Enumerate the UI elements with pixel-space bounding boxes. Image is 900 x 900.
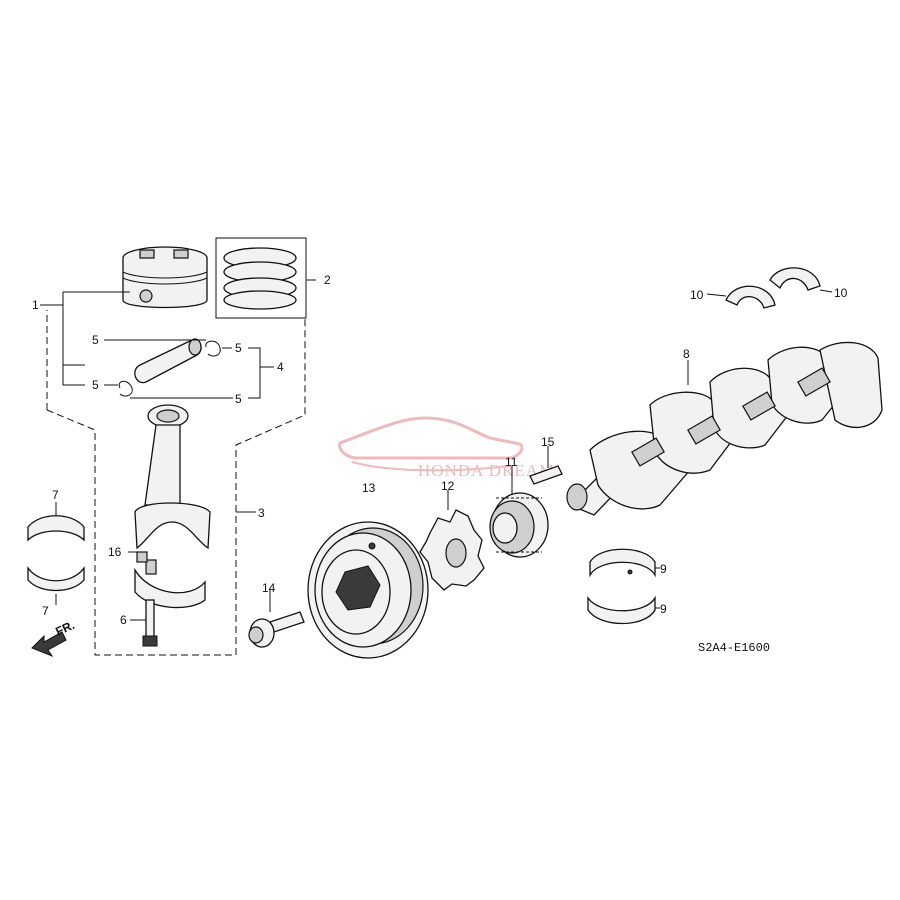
crankshaft[interactable] [566, 341, 883, 516]
piston-pin[interactable] [134, 338, 202, 384]
woodruff-key[interactable] [529, 446, 563, 485]
callout-12[interactable]: 12 [441, 479, 455, 493]
callout-16[interactable]: 16 [108, 545, 122, 559]
watermark: HONDA DREAM [338, 416, 555, 480]
callout-5-lower-left[interactable]: 5 [92, 378, 99, 392]
callout-4[interactable]: 4 [277, 360, 284, 374]
callout-2[interactable]: 2 [324, 273, 331, 287]
callout-7-upper[interactable]: 7 [52, 488, 59, 502]
piston[interactable] [122, 246, 208, 309]
crankshaft-pulley[interactable] [307, 521, 429, 659]
direction-label: FR. [53, 618, 76, 639]
callout-9-lower[interactable]: 9 [660, 602, 667, 616]
callout-3[interactable]: 3 [258, 506, 265, 520]
piston-rings-set[interactable] [215, 237, 307, 319]
crankshaft-pulley-bolt[interactable] [248, 590, 305, 648]
callout-10-right[interactable]: 10 [834, 286, 848, 300]
callout-9-upper[interactable]: 9 [660, 562, 667, 576]
assembly-group-outline [40, 279, 316, 656]
connecting-rod-bolt[interactable] [142, 599, 158, 647]
connecting-rod[interactable] [134, 404, 211, 550]
callout-7-lower[interactable]: 7 [42, 604, 49, 618]
callout-13[interactable]: 13 [362, 481, 376, 495]
callout-11[interactable]: 11 [505, 455, 518, 469]
piston-pin-clip[interactable] [118, 340, 221, 397]
callout-5-lower-right[interactable]: 5 [235, 392, 242, 406]
watermark-text: HONDA DREAM [418, 461, 555, 480]
callout-8[interactable]: 8 [683, 347, 690, 361]
connecting-rod-nut[interactable] [136, 551, 148, 563]
front-direction-arrow: FR. [31, 618, 77, 658]
callout-5-upper-left[interactable]: 5 [92, 333, 99, 347]
main-bearing[interactable] [587, 548, 660, 625]
callout-14[interactable]: 14 [262, 581, 276, 595]
callout-6[interactable]: 6 [120, 613, 127, 627]
timing-chain-sprocket[interactable] [489, 466, 549, 558]
callout-1[interactable]: 1 [32, 298, 39, 312]
callout-labels: 1 2 3 4 5 5 5 5 6 7 7 8 9 9 10 10 11 12 … [32, 273, 848, 627]
callout-15[interactable]: 15 [541, 435, 555, 449]
connecting-rod-bearing[interactable] [27, 515, 85, 592]
diagram-code: S2A4-E1600 [698, 641, 770, 655]
callout-10-left[interactable]: 10 [690, 288, 704, 302]
crank-pulse-plate[interactable] [419, 490, 485, 591]
thrust-washer[interactable] [706, 267, 833, 309]
callout-5-upper-right[interactable]: 5 [235, 341, 242, 355]
